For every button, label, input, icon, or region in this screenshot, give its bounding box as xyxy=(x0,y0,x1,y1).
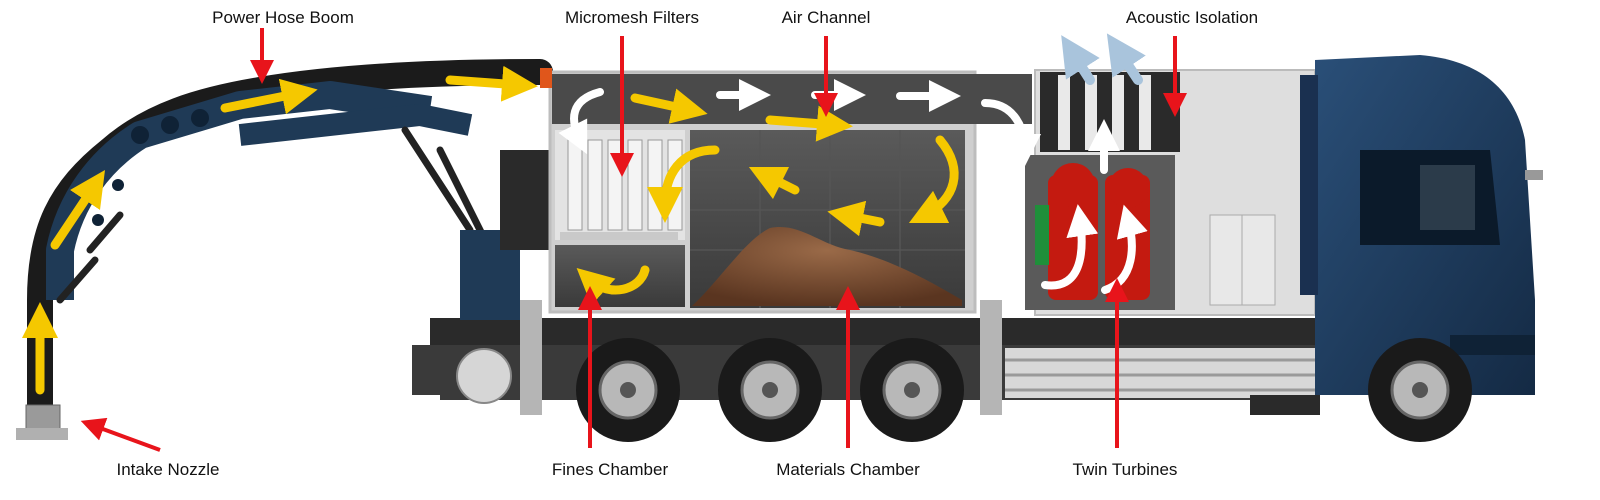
air-flow-arrow xyxy=(220,78,318,115)
air-flow-arrow xyxy=(50,170,105,250)
material-pile xyxy=(692,227,962,306)
wheel-icon xyxy=(718,338,822,442)
air-flow-arrow xyxy=(827,200,885,237)
air-flow-arrow xyxy=(576,265,650,306)
air-flow-arrow xyxy=(558,88,604,155)
wheel-icon xyxy=(1368,338,1472,442)
air-flow-arrow xyxy=(981,99,1041,166)
air-flow-arrow xyxy=(748,166,800,200)
label-micromesh-filters: Micromesh Filters xyxy=(564,8,700,27)
wheel-icon xyxy=(576,338,680,442)
air-flow-arrows-white xyxy=(558,79,1148,294)
wheel-icon xyxy=(860,338,964,442)
air-flow-arrow xyxy=(1041,204,1099,290)
callout-arrow xyxy=(80,417,161,452)
label-power-hose-boom: Power Hose Boom xyxy=(212,8,354,27)
label-materials-chamber: Materials Chamber xyxy=(776,460,920,479)
fines-chamber-box xyxy=(555,245,685,307)
rear-lamp xyxy=(456,348,512,404)
label-intake-nozzle: Intake Nozzle xyxy=(116,460,220,479)
air-flow-arrow xyxy=(908,135,959,224)
label-air-channel: Air Channel xyxy=(781,8,871,27)
callout-arrows xyxy=(80,28,1187,452)
label-fines-chamber: Fines Chamber xyxy=(551,460,669,479)
exhaust-arrow xyxy=(1061,35,1100,85)
exhaust-arrow xyxy=(1106,33,1146,85)
exhaust-arrows xyxy=(1061,33,1146,85)
air-flow-arrow xyxy=(765,105,853,142)
air-flow-arrow xyxy=(630,88,708,124)
air-flow-arrow xyxy=(445,65,538,102)
label-twin-turbines: Twin Turbines xyxy=(1072,460,1178,479)
label-acoustic-isolation: Acoustic Isolation xyxy=(1125,8,1259,27)
air-flow-arrows-yellow xyxy=(22,65,959,395)
truck-cab xyxy=(1300,55,1543,395)
air-flow-arrow xyxy=(647,145,720,223)
wheels xyxy=(576,338,1472,442)
